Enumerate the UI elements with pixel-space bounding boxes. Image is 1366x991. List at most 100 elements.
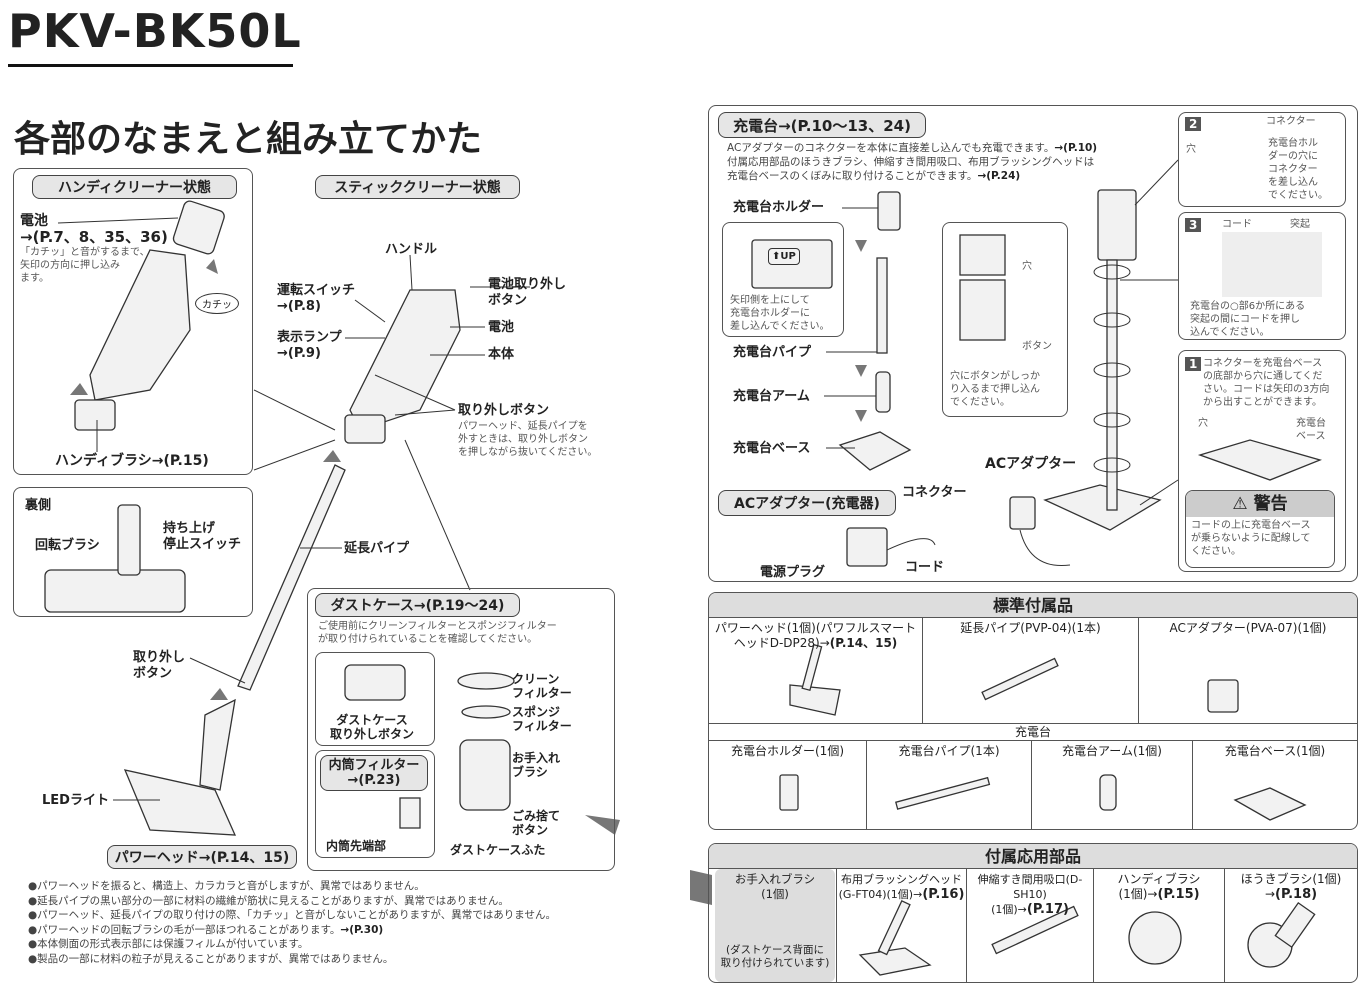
text: 穴にボタンがしっか (950, 371, 1040, 382)
page-ref: (P.16) (922, 887, 965, 902)
text: (1個)→ (1118, 887, 1158, 901)
text: 内筒フィルター (328, 758, 420, 773)
text: 取り付けられています) (720, 957, 830, 969)
text: UP (780, 251, 796, 262)
text: コードの上に充電台ベース (1191, 520, 1311, 531)
powerhead-tag: パワーヘッド→(P.14、15) (107, 845, 297, 869)
click-sound-bubble: カチッ (195, 293, 239, 314)
page-ref: →(P.24) (977, 170, 1021, 182)
release-button-label: 取り外しボタン (458, 403, 550, 418)
applied-cell: 伸縮すき間用吸口(D-SH10)(1個)→(P.17) (967, 869, 1094, 982)
note-line: 「カチッ」と音がするまで、 (20, 247, 150, 258)
text: 充電台ベースのくぼみに取り付けることができます。 (727, 170, 978, 182)
note: ●パワーヘッド、延長パイプの取り付けの際、「カチッ」と音がしないことがありますが… (28, 909, 556, 921)
rotary-brush-label: 回転ブラシ (35, 538, 100, 553)
text: が取り付けられていることを確認してください。 (318, 634, 538, 645)
note: ●パワーヘッドの回転ブラシの毛が一部ほつれることがあります。→(P.30) (28, 923, 556, 938)
text: クリーン (512, 672, 560, 686)
button-label: ボタン (1022, 341, 1052, 352)
text: 運転スイッチ (277, 283, 356, 298)
step-2-panel (1178, 112, 1346, 207)
text: を差し込ん (1268, 177, 1318, 188)
led-label: LEDライト (42, 793, 109, 808)
text: 充電台ベースのくぼみに取り付けることができます。→(P.24) (727, 169, 1097, 183)
accessory-cell: パワーヘッド(1個)(パワフルスマートヘッドD-DP28)→(P.14、15) (709, 618, 923, 723)
warning-header: ⚠ 警告 (1186, 491, 1334, 517)
stand-text: ACアダプターのコネクターを本体に直接差し込んでも充電できます。→(P.10) … (727, 141, 1097, 183)
text: →(P.18) (1225, 887, 1357, 902)
switch-label: 運転スイッチ→(P.8) (277, 283, 355, 315)
text: パワーヘッド、延長パイプを (458, 421, 588, 432)
inner-filter-tag: 内筒フィルター→(P.23) (320, 755, 428, 791)
stand-row-label: 充電台 (709, 723, 1357, 741)
charging-stand-tag: 充電台→(P.10〜13、24) (718, 112, 926, 138)
text: 表示ランプ (277, 330, 342, 345)
text: (ダストケース背面に取り付けられています) (715, 944, 835, 970)
page-heading: 各部のなまえと組み立てかた (14, 119, 483, 160)
pipe-label: 充電台パイプ (733, 345, 812, 360)
text: →(P.8) (277, 299, 321, 314)
text: ブラシ (512, 765, 548, 779)
pipe-label: 延長パイプ (344, 541, 410, 556)
text: 外すときは、取り外しボタン (458, 434, 588, 445)
dust-case-panel (307, 588, 615, 871)
text: ACアダプターのコネクターを本体に直接差し込んでも充電できます。 (727, 142, 1055, 154)
body-label: 本体 (488, 347, 515, 362)
text: ACアダプターのコネクターを本体に直接差し込んでも充電できます。→(P.10) (727, 141, 1097, 155)
step-2-connector: コネクター (1266, 116, 1316, 127)
text: 矢印側を上にして (730, 295, 810, 306)
standard-accessories-table: 標準付属品 (708, 592, 1358, 830)
step-1-text: コネクターを充電台ベースの底部から穴に通してください。コードは矢印の3方向から出… (1203, 357, 1329, 409)
button-callout-text: 穴にボタンがしっかり入るまで押し込んでください。 (950, 370, 1040, 409)
text: (G-FT04)(1個)→(P.16) (837, 887, 966, 902)
step-3-bump: 突起 (1290, 219, 1310, 230)
text: 持ち上げ (163, 521, 216, 536)
text: 充電台ホル (1268, 138, 1318, 149)
dust-case-tag: ダストケース→(P.19〜24) (315, 593, 520, 617)
handy-cleaner-tag: ハンディクリーナー状態 (32, 175, 237, 199)
step-3-image (1222, 232, 1322, 297)
applied-cell: ほうきブラシ(1個)→(P.18) (1225, 869, 1357, 982)
step-2-text: 充電台ホルダーの穴にコネクターを差し込んでください。 (1268, 137, 1328, 202)
title-underline (8, 64, 293, 67)
text: ボタン (133, 666, 173, 681)
battery-note: 「カチッ」と音がするまで、矢印の方向に押し込みます。 (20, 246, 150, 285)
text: の底部から穴に通してくだ (1203, 371, 1323, 382)
text: を押しながら抜いてください。 (458, 447, 598, 458)
text: 充電台ホルダーに (730, 308, 810, 319)
text: ベース (1296, 431, 1326, 442)
table-title: 付属応用部品 (709, 844, 1357, 869)
up-callout (722, 222, 844, 337)
up-arrow-icon: ⬆UP (768, 248, 800, 265)
applied-cell: お手入れブラシ(1個)(ダストケース背面に取り付けられています) (715, 869, 835, 982)
battery-ref: →(P.7、8、35、36) (20, 228, 168, 246)
stick-cleaner-tag: スティッククリーナー状態 (315, 175, 520, 199)
step-3-cord: コード (1222, 219, 1252, 230)
cord-label: コード (905, 560, 945, 575)
hole-label: 穴 (1022, 261, 1032, 272)
dust-release-label: ダストケース取り外しボタン (330, 713, 414, 741)
page-ref: (P.17) (1026, 902, 1069, 917)
text: → (1264, 887, 1275, 901)
warning-panel: ⚠ 警告 コードの上に充電台ベースが乗らないように配線してください。 (1185, 490, 1335, 568)
step-2-hole: 穴 (1186, 144, 1196, 155)
release-callout (315, 652, 435, 746)
text: ハンディブラシ (1117, 872, 1201, 886)
release-button-label-2: 取り外しボタン (133, 650, 185, 682)
dust-case-note: ご使用前にクリーンフィルターとスポンジフィルターが取り付けられていることを確認し… (318, 620, 557, 646)
ac-adapter-tag: ACアダプター(充電器) (718, 490, 896, 516)
base-label: 充電台ベース (733, 441, 811, 456)
note-line: 矢印の方向に押し込み (20, 260, 120, 271)
notes-list: ●パワーヘッドを振ると、構造上、カラカラと音がしますが、異常ではありません。 ●… (28, 879, 556, 966)
handle-label: ハンドル (385, 242, 438, 257)
accessory-cell: 充電台ホルダー(1個) (709, 741, 867, 829)
note: ●延長パイプの黒い部分の一部に材料の繊維が筋状に見えることがありますが、異常では… (28, 894, 509, 907)
text: →(P.9) (277, 346, 321, 361)
text: お手入れ (512, 751, 561, 765)
applied-cell: ハンディブラシ(1個)→(P.15) (1094, 869, 1225, 982)
text: 伸縮すき間用吸口(D-SH10) (977, 873, 1083, 901)
button-callout (942, 222, 1068, 417)
page-ref: (P.18) (1275, 887, 1318, 902)
note: ●パワーヘッドを振ると、構造上、カラカラと音がしますが、異常ではありません。 (28, 880, 425, 892)
text: ボタン (512, 823, 549, 837)
